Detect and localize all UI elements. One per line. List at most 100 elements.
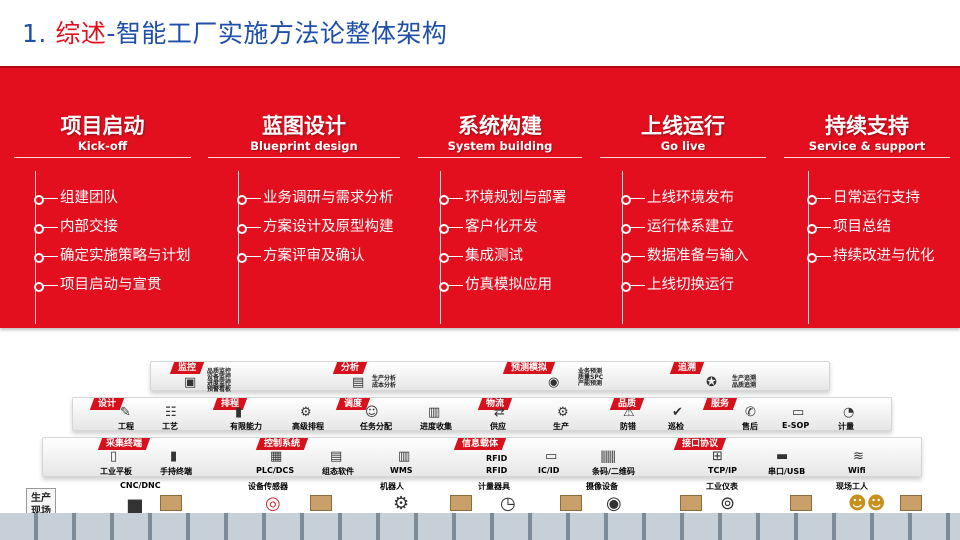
phase-divider [418,157,582,158]
op-label: 进度收集 [420,422,452,431]
op-label: 工程 [118,422,134,431]
phase-name: 上线运行 [641,114,725,138]
inspection-icon: ✔ [672,405,683,420]
phase-timeline [622,171,623,324]
phase-item: 环境规划与部署 [436,184,567,213]
phase-support: 持续支持 Service & support 日常运行支持 项目总结 持续改进与… [776,68,958,330]
usb-icon: ▬ [776,449,789,464]
phase-item: 集成测试 [436,242,567,271]
acq-label: 串口/USB [768,467,806,476]
chip-service: 服务 [702,398,738,410]
phase-item: 方案设计及原型构建 [234,213,394,242]
phase-items: 上线环境发布 运行体系建立 数据准备与输入 上线切换运行 [618,184,749,300]
op-label: 工艺 [162,422,178,431]
chip-trace: 追溯 [669,362,705,374]
network-icon: ⊞ [712,449,723,464]
production-icon: ⚙ [557,405,569,420]
phase-en: System building [447,139,553,153]
phase-name: 项目启动 [60,114,145,138]
acq-label: TCP/IP [708,466,737,475]
phase-item: 项目总结 [804,213,935,242]
supply-icon: ⇄ [494,405,505,420]
op-label: 高级排程 [292,422,324,431]
phase-items: 业务调研与需求分析 方案设计及原型构建 方案评审及确认 [234,184,394,271]
phase-item: 运行体系建立 [618,213,749,242]
forecast-icon: ◉ [548,375,560,390]
device-label: CNC/DNC [120,481,161,490]
progress-icon: ▥ [428,405,441,420]
after-sales-icon: ✆ [745,405,756,420]
acq-label: PLC/DCS [256,466,295,475]
phase-item: 数据准备与输入 [618,242,749,271]
acq-label: 条码/二维码 [592,467,635,476]
phase-kickoff: 项目启动 Kick-off 组建团队 内部交接 确定实施策略与计划 项目启动与宣… [6,68,199,330]
device-label: 设备传感器 [248,482,288,491]
phase-items: 日常运行支持 项目总结 持续改进与优化 [804,184,935,271]
phase-item: 上线切换运行 [618,271,749,300]
device-label: 摄像设备 [586,482,618,491]
acq-label: RFID [486,466,508,475]
process-icon: ☷ [165,405,177,420]
acq-label: WMS [390,466,413,475]
chip-monitor: 监控 [169,362,205,374]
op-label: 售后 [742,422,758,431]
metering-icon: ◔ [843,405,855,420]
phase-band: 项目启动 Kick-off 组建团队 内部交接 确定实施策略与计划 项目启动与宣… [0,66,960,328]
phase-divider [600,157,766,158]
camera-icon: ◉ [606,493,622,514]
acq-label: 组态软件 [322,467,354,476]
phase-item: 内部交接 [31,213,191,242]
op-label: 供应 [490,422,506,431]
device-label: 机器人 [380,482,404,491]
device-label: 现场工人 [836,482,868,491]
phase-item: 仿真模拟应用 [436,271,567,300]
phase-en: Blueprint design [250,139,358,153]
chip-carrier: 信息载体 [453,438,507,450]
chip-analysis: 分析 [332,362,368,374]
caption: 生产分析 成本分析 [372,375,397,389]
cargo-box [450,495,472,511]
title-rest: -智能工厂实施方法论整体架构 [106,19,448,48]
monitor-icon: ▣ [184,375,197,390]
chart-icon: ▤ [352,375,365,390]
layer-monitor [150,361,830,391]
wifi-icon: ≋ [853,449,864,464]
phase-item: 客户化开发 [436,213,567,242]
phase-item: 日常运行支持 [804,184,935,213]
phase-divider [14,157,191,158]
cargo-box [680,495,702,511]
op-label: 生产 [553,422,569,431]
layer-operations [72,397,892,431]
factory-architecture-diagram: 监控 分析 预测模拟 追溯 ▣ 品质监控 设备监控 进度监控 预警看板 ▤ 生产… [0,345,960,540]
phase-items: 环境规划与部署 客户化开发 集成测试 仿真模拟应用 [436,184,567,300]
conveyor-belt [0,513,960,540]
gauge-icon: ◷ [500,493,516,514]
workers-icon: ☻☻ [848,493,886,514]
rfid-word: RFID [486,454,508,463]
error-proof-icon: ⚠ [623,405,635,420]
cargo-box [900,495,922,511]
op-label: 防错 [620,422,636,431]
handheld-icon: ▮ [170,449,178,464]
scada-icon: ▤ [330,449,343,464]
phase-divider [208,157,400,158]
phase-timeline [808,171,809,324]
phase-name: 蓝图设计 [262,114,346,138]
cnc-machine-icon: ▆ [128,495,142,516]
phase-timeline [35,171,36,324]
acq-label: Wifi [848,466,866,475]
esop-icon: ▭ [792,405,805,420]
sensor-icon: ◎ [265,493,281,514]
phase-items: 组建团队 内部交接 确定实施策略与计划 项目启动与宣贯 [31,184,191,300]
op-label: 计量 [838,422,854,431]
phase-name: 系统构建 [458,114,542,138]
phase-item: 项目启动与宣贯 [31,271,191,300]
device-label: 计量器具 [478,482,510,491]
cargo-box [790,495,812,511]
phase-item: 上线环境发布 [618,184,749,213]
op-label: 巡检 [668,422,684,431]
acq-label: 手持终端 [160,467,192,476]
phase-timeline [238,171,239,324]
wms-icon: ▥ [398,449,411,464]
cargo-box [310,495,332,511]
